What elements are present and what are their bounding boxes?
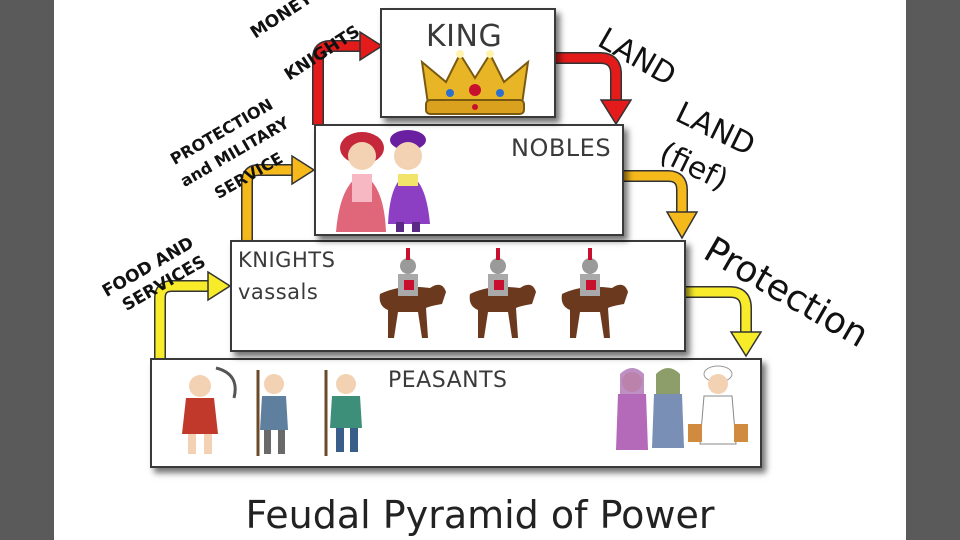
land-fief-arrow [624, 170, 699, 240]
money-knights-arrow [312, 30, 384, 125]
peasant-men-illustration [182, 366, 362, 456]
king-label: KING [426, 19, 503, 54]
peasant-with-sickle [182, 366, 237, 454]
land-arrow [556, 52, 633, 126]
peasants-label: PEASANTS [388, 368, 508, 393]
nobles-illustration [336, 130, 430, 232]
food-services-arrow [154, 270, 232, 358]
peasant-woman-1 [616, 368, 648, 450]
knight-on-horse-3 [561, 248, 628, 338]
knights-label: KNIGHTS [238, 248, 336, 272]
peasant-woman-2 [652, 368, 684, 448]
milkmaid [688, 365, 748, 445]
crown-icon [420, 50, 530, 115]
protection-military-arrow [241, 154, 316, 240]
knight-on-horse-1 [379, 248, 446, 338]
nobles-label: NOBLES [511, 134, 612, 162]
knights-illustration [379, 248, 628, 338]
nobleman-figure [388, 130, 430, 232]
vassals-label: vassals [238, 280, 319, 304]
knight-on-horse-2 [469, 248, 536, 338]
noblewoman-figure [336, 132, 386, 232]
peasant-women-illustration [616, 365, 748, 450]
page-title: Feudal Pyramid of Power [245, 493, 715, 537]
peasant-with-pitchfork-2 [324, 370, 362, 456]
protection-down-arrow [686, 286, 763, 358]
peasant-with-pitchfork-1 [256, 370, 288, 456]
